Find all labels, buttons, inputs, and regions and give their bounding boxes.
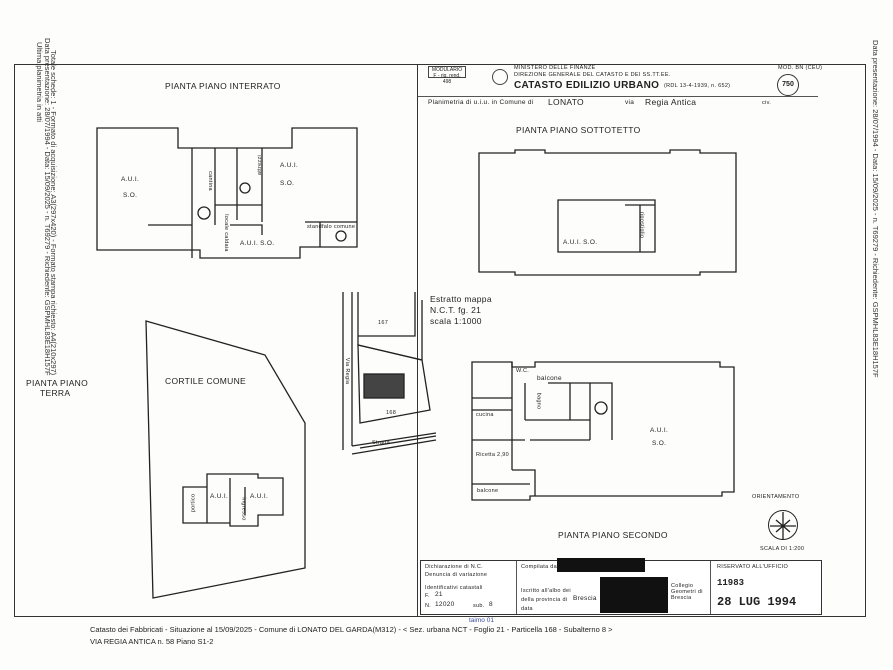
terra-ingresso: ingresso [240, 497, 247, 521]
secondo-aui-1: A.U.I. [650, 427, 669, 434]
mappa-parcel [357, 344, 431, 424]
republic-emblem-icon [492, 69, 508, 85]
scala-label: SCALA DI 1:200 [760, 546, 805, 552]
orientamento-label: ORIENTAMENTO [752, 494, 800, 500]
interrato-title: PIANTA PIANO INTERRATO [165, 81, 281, 91]
sottotetto-outline [478, 149, 737, 276]
tb-collegio: Collegio Geometri di Brescia [671, 583, 703, 601]
mappa-via-label: Via Regia [344, 357, 351, 385]
interrato-well-icon [239, 182, 251, 194]
title-block-cell-compiler [517, 561, 711, 614]
tb-foglio: 21 [435, 591, 443, 598]
mappa-strada: Strada [372, 440, 391, 446]
interrato-aui-right-2: S.O. [280, 180, 295, 187]
interrato-walls [148, 148, 357, 258]
mappa-lines [342, 292, 437, 455]
drawing-frame [14, 64, 866, 617]
tb-sub-label: sub. [473, 603, 485, 609]
terra-building [182, 473, 284, 527]
tb-data-label: data [521, 606, 533, 612]
tb-della-provincia: della provincia di [521, 597, 568, 603]
mappa-building [363, 373, 405, 399]
tb-mapp-label: N. [425, 603, 432, 609]
secondo-aui-2: S.O. [652, 440, 667, 447]
terra-cortile-outline [145, 320, 306, 599]
compass-icon [768, 510, 798, 540]
interrato-cantina: cantina [206, 171, 213, 191]
secondo-walls [472, 362, 613, 496]
footer-fabbricati: Catasto dei Fabbricati - Situazione al 1… [90, 625, 613, 634]
modulario-label: MODULARIO [431, 67, 463, 73]
ministry-label: MINISTERO DELLE FINANZE [514, 65, 596, 71]
sottotetto-aui: A.U.I. S.O. [563, 239, 598, 246]
tb-provincia: Brescia [573, 595, 597, 602]
mod-label: MOD. BN (CEU) [778, 65, 823, 71]
secondo-title: PIANTA PIANO SECONDO [558, 530, 668, 540]
mappa-particella-top: 167 [378, 320, 389, 326]
interrato-outline [96, 127, 358, 259]
interrato-aui-right-1: A.U.I. [280, 162, 299, 169]
secondo-ricetta: Ricetta 2,90 [476, 452, 509, 458]
mappa-title: Estratto mappa [430, 294, 492, 304]
mappa-nct: N.C.T. fg. 21 [430, 305, 482, 315]
interrato-attrezzi: attrezzi [257, 154, 264, 176]
terra-title-2: TERRA [40, 388, 71, 398]
redaction-name [557, 558, 645, 572]
tb-data-stamp: 28 LUG 1994 [717, 595, 797, 609]
tb-iscritto: Iscritto all'albo dei [521, 588, 571, 594]
interrato-standfalo: standfalo comune [307, 224, 356, 230]
tb-foglio-label: F. [425, 593, 430, 599]
comune-value: LONATO [548, 97, 584, 107]
tb-dichiarazione: Dichiarazione di N.C. [425, 564, 483, 570]
secondo-bagno: bagno [535, 392, 542, 410]
interrato-aui-left-1: A.U.I. [121, 176, 140, 183]
planimetria-label: Planimetria di u.i.u. in Comune di [428, 99, 534, 106]
terra-cortile: CORTILE COMUNE [165, 376, 247, 386]
catasto-title: CATASTO EDILIZIO URBANO [514, 80, 660, 91]
footer-indirizzo: VIA REGIA ANTICA n. 58 Piano S1-2 [90, 637, 214, 646]
interrato-locale: locale caldaia [222, 214, 229, 252]
header-divider [418, 96, 818, 97]
interrato-aui-left-2: S.O. [123, 192, 138, 199]
tb-sub: 8 [489, 601, 493, 608]
terra-aui-1: A.U.I. [210, 493, 229, 500]
tb-riservato: RISERVATO ALL'UFFICIO [717, 564, 789, 570]
redaction-signature [600, 577, 668, 613]
secondo-cucina: cucina [476, 412, 494, 418]
sottotetto-title: PIANTA PIANO SOTTOTETTO [516, 125, 641, 135]
sottotetto-core [557, 199, 656, 253]
tb-mapp: 12020 [435, 601, 455, 608]
via-value: Regia Antica [645, 97, 697, 107]
tb-numero: 11983 [717, 578, 745, 588]
interrato-tank-icon [197, 206, 211, 220]
law-reference: (RDL 13-4-1939, n. 652) [664, 83, 731, 89]
via-label: via [625, 99, 635, 106]
terra-title-1: PIANTA PIANO [26, 378, 89, 388]
modulario-stamp: MODULARIO F - rig. rend. 498 [428, 66, 466, 85]
secondo-stair-icon [594, 401, 608, 415]
title-block-cell-declaration [421, 561, 517, 614]
lire-750-badge: 750 [777, 74, 799, 96]
modulario-sublabel: F - rig. rend. 498 [433, 73, 461, 85]
tb-denuncia: Denuncia di variazione [425, 572, 488, 578]
mappa-particella-mid: 168 [386, 410, 397, 416]
sottotetto-ripostiglio: ripostiglio [638, 211, 645, 239]
directorate-label: DIREZIONE GENERALE DEL CATASTO E DEI SS.… [514, 72, 671, 78]
secondo-balcone-top: balcone [537, 375, 562, 382]
terra-portico: portico [190, 493, 197, 513]
terra-aui-2: A.U.I. [250, 493, 269, 500]
interrato-drain-icon [335, 230, 347, 242]
mappa-scala: scala 1:1000 [430, 316, 482, 326]
lire-750-value: 750 [782, 81, 794, 88]
secondo-balcone-bottom: balcone [477, 488, 499, 494]
interrato-aui-bottom: A.U.I. S.O. [240, 240, 275, 247]
secondo-wc: W.C. [516, 368, 530, 374]
footer-link[interactable]: taimo 01 [469, 617, 494, 624]
drawing-frame-left-panel [14, 64, 418, 617]
tb-identificativi: Identificativi catastali [425, 585, 483, 591]
secondo-outline [471, 361, 735, 501]
tb-compilata: Compilata dal [521, 564, 559, 570]
civ-label: civ. [762, 100, 772, 106]
